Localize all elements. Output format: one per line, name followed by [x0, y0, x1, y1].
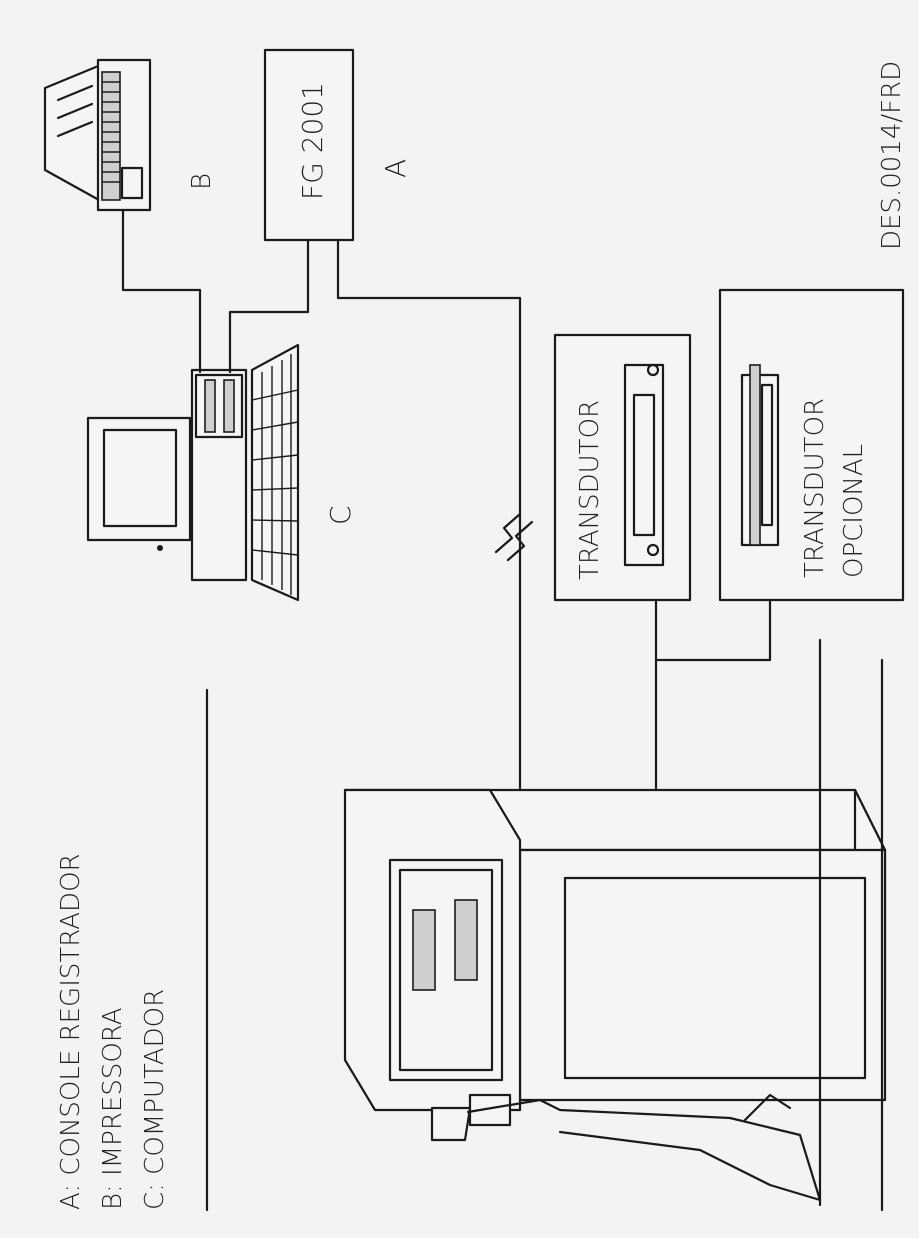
display-slot-1 — [412, 909, 436, 991]
transducer-box — [553, 333, 692, 602]
optional-transducer-label-2: OPCIONAL — [839, 444, 869, 578]
computer: C — [86, 343, 357, 602]
transducer-label: TRANSDUTOR — [575, 400, 605, 580]
optional-transducer-label-1: TRANSDUTOR — [800, 398, 830, 578]
computer-letter: C — [324, 505, 357, 525]
testing-machine — [343, 638, 887, 1212]
cables — [121, 208, 772, 792]
drive-bay — [194, 373, 244, 439]
keyboard — [250, 343, 300, 602]
legend-item-c: C: COMPUTADOR — [140, 989, 170, 1210]
console-device-name: FG 2001 — [296, 82, 329, 200]
console-registrador: FG 2001 A — [263, 48, 412, 242]
legend-item-a: A: CONSOLE REGISTRADOR — [56, 853, 86, 1210]
display-slot-2 — [454, 899, 478, 981]
printer: B — [43, 58, 217, 212]
transducer: TRANSDUTOR — [553, 333, 692, 602]
console-letter: A — [379, 159, 412, 178]
printer-letter: B — [187, 173, 217, 190]
monitor-screen — [102, 428, 178, 528]
optional-transducer: TRANSDUTOR OPCIONAL — [718, 288, 905, 602]
legend: A: CONSOLE REGISTRADOR B: IMPRESSORA C: … — [56, 688, 209, 1212]
legend-item-b: B: IMPRESSORA — [98, 1007, 128, 1210]
machine-panel — [563, 876, 867, 1080]
drawing-code: DES.0014/FRD — [877, 61, 907, 250]
wireless-link-icon — [494, 512, 522, 554]
